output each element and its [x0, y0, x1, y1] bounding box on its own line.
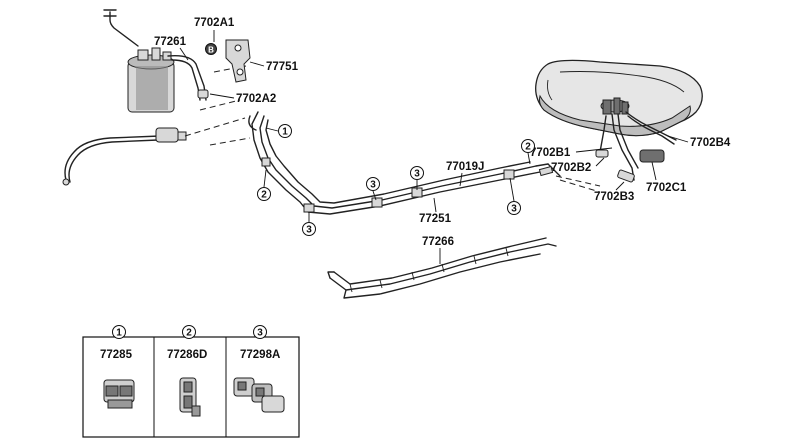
clip-marker-3-c-label: 3	[414, 169, 420, 180]
pipe-end-connector	[538, 165, 554, 177]
hose-77261	[167, 54, 207, 101]
clip-marker-2-left: 2	[257, 169, 271, 201]
hose-7702b4	[625, 111, 677, 141]
legend-marker-2-label: 2	[186, 328, 192, 339]
legend-marker-2	[182, 325, 196, 339]
pipe-end-fitting	[547, 163, 561, 177]
clip-marker-2-right-label: 2	[525, 142, 531, 153]
callout-77266: 77266	[422, 236, 454, 248]
clip-marker-3-d: 3	[507, 177, 521, 215]
legend-marker-3	[253, 325, 267, 339]
legend-marker-1-label: 1	[116, 328, 122, 339]
charcoal-canister	[127, 47, 175, 113]
dashed-link-3	[199, 99, 241, 111]
dashed-link-tank-1	[555, 175, 601, 187]
callout-7702b2: 7702B2	[551, 162, 591, 174]
purge-line	[64, 135, 161, 181]
legend-marker-1	[112, 325, 126, 339]
leader-77261	[179, 47, 189, 61]
marker-b: B	[205, 43, 217, 55]
legend-marker-3-label: 3	[257, 328, 263, 339]
hose-7702b1	[611, 113, 635, 181]
fuel-line-77019j	[251, 111, 541, 215]
callout-7702b4: 7702B4	[690, 137, 731, 149]
callout-77751: 77751	[266, 61, 299, 73]
leader-77751	[249, 61, 265, 67]
bracket-77751	[225, 39, 251, 83]
legend-part-77298a: 77298A	[240, 349, 280, 361]
callout-77251: 77251	[419, 213, 452, 225]
leader-7702b1	[575, 147, 613, 153]
clip-77286d-icon	[179, 377, 201, 417]
line-clip-e	[261, 157, 271, 167]
callout-77019j: 77019J	[446, 161, 484, 173]
fitting-7702a2	[197, 89, 209, 99]
clip-marker-3-d-label: 3	[511, 204, 517, 215]
hose-clamp-top	[103, 9, 117, 17]
callout-7702b1: 7702B1	[530, 147, 571, 159]
clip-legend-table: 1 77285 2 77286D 3 77298A	[82, 325, 300, 438]
marker-b-label: B	[208, 46, 214, 55]
line-bend-top	[248, 115, 257, 131]
callout-77261: 77261	[154, 36, 187, 48]
line-clip-b	[371, 197, 383, 208]
clip-marker-1-top: 1	[265, 124, 292, 138]
leader-7702b3	[615, 181, 625, 191]
dashed-link-1	[184, 117, 246, 137]
clip-marker-2-left-label: 2	[261, 190, 267, 201]
purge-fitting	[155, 127, 179, 143]
clip-marker-3-b: 3	[366, 177, 380, 201]
dashed-link-tank-2	[559, 179, 601, 193]
line-clip-d	[503, 169, 515, 180]
protector-77266	[327, 237, 557, 299]
fitting-7702c1	[639, 149, 665, 163]
clip-marker-3-c: 3	[410, 166, 424, 190]
line-clip-a	[303, 203, 315, 213]
callout-7702c1: 7702C1	[646, 182, 687, 194]
fitting-7702b2-end	[595, 149, 609, 158]
vent-hose-top	[109, 11, 139, 47]
legend-part-77286d: 77286D	[167, 349, 207, 361]
clip-marker-3-a: 3	[302, 212, 316, 236]
clip-marker-1-top-label: 1	[282, 127, 288, 138]
leader-7702b4	[667, 135, 689, 143]
clip-77298a-icon	[233, 377, 285, 413]
leader-77251	[433, 197, 437, 213]
leader-7702b2	[595, 157, 605, 167]
callout-7702a2: 7702A2	[236, 93, 276, 105]
leader-77019j	[459, 172, 463, 187]
dashed-link-2	[209, 137, 251, 146]
fuel-tank	[535, 59, 703, 137]
clip-77285-icon	[103, 379, 135, 409]
clip-marker-2-right: 2	[521, 139, 535, 165]
hose-7702b2	[599, 115, 607, 153]
fitting-7702b3	[617, 169, 635, 183]
legend-part-77285: 77285	[100, 349, 133, 361]
callout-7702a1: 7702A1	[194, 17, 235, 29]
callout-7702b3: 7702B3	[594, 191, 634, 203]
clip-marker-3-a-label: 3	[306, 225, 312, 236]
clip-marker-3-b-label: 3	[370, 180, 376, 191]
leader-7702a2	[209, 93, 235, 99]
leader-7702c1	[651, 161, 657, 181]
dashed-link-4	[213, 65, 247, 73]
